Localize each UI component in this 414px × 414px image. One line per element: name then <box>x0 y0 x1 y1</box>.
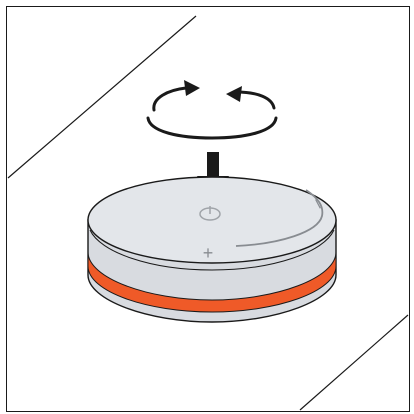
surface-edge-line-bottom <box>299 314 409 411</box>
battery-seal-ring <box>87 251 337 313</box>
battery-top-groove <box>89 229 335 271</box>
surface-edge-line-top <box>7 15 197 179</box>
coin-battery: + – <box>87 176 337 323</box>
polarity-arc <box>235 189 324 247</box>
polarity-plus-label: + <box>203 243 214 263</box>
rotation-arrow-icon <box>146 86 278 140</box>
rotation-arrowhead-right <box>226 86 242 102</box>
illustration-frame <box>6 6 410 412</box>
power-icon <box>199 206 221 221</box>
rotation-arrowhead-left <box>184 80 200 96</box>
